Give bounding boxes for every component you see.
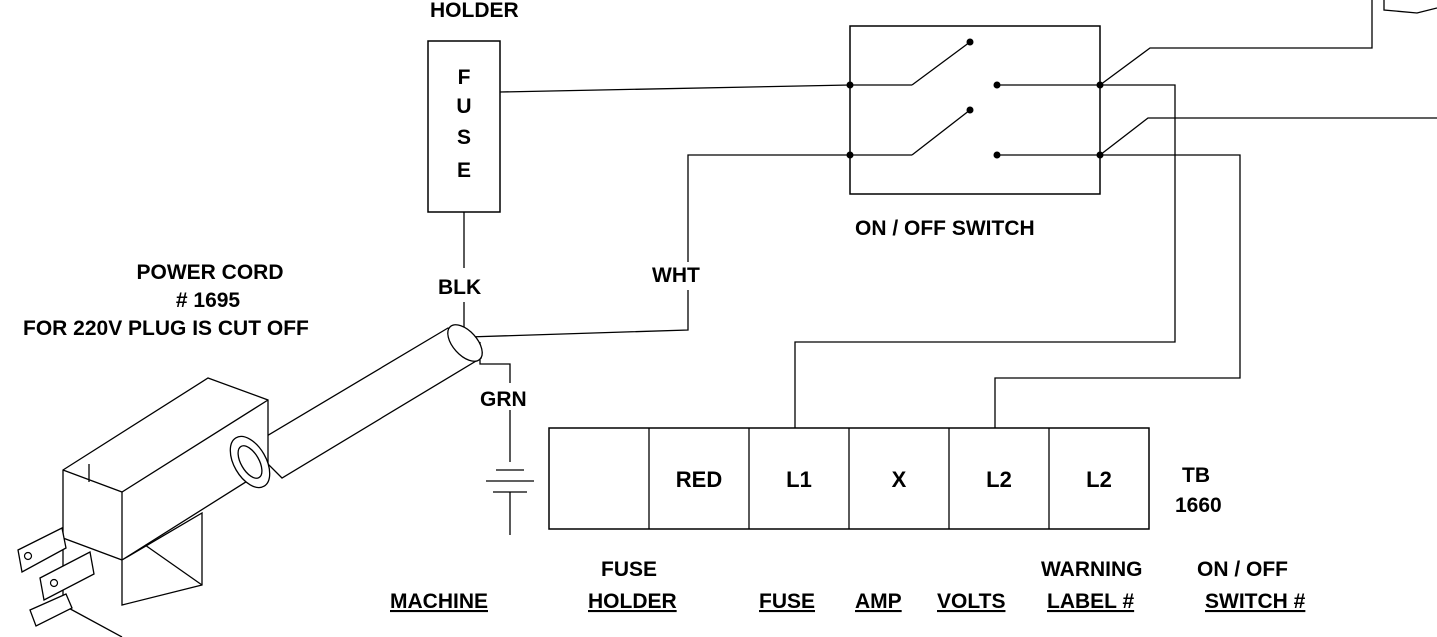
legend-warning-line1: WARNING	[1041, 558, 1143, 581]
wiring	[463, 0, 1437, 535]
tb-cell-l2-volts: L2	[986, 467, 1012, 492]
fuse-holder: F U S E	[427, 40, 501, 213]
fuse-letter-e: E	[457, 159, 471, 182]
tb-cell-l2-warning: L2	[1086, 467, 1112, 492]
fuse-letter-u: U	[456, 95, 471, 118]
tb-cell-l1: L1	[786, 467, 812, 492]
legend-machine: MACHINE	[390, 590, 488, 613]
plug-illustration	[17, 324, 483, 637]
legend-switch-line2: SWITCH #	[1205, 590, 1306, 613]
legend-warning-line2: LABEL #	[1047, 590, 1134, 613]
legend-fuse-holder-line1: FUSE	[601, 558, 657, 581]
legend: MACHINE FUSE HOLDER FUSE AMP VOLTS WARNI…	[390, 558, 1306, 613]
on-off-switch	[846, 25, 1104, 195]
tb-label-line2: 1660	[1175, 494, 1222, 517]
tb-label-line1: TB	[1182, 464, 1210, 487]
blk-wire-label: BLK	[438, 276, 481, 299]
legend-amp: AMP	[855, 590, 902, 613]
power-cord-title: POWER CORD	[137, 261, 284, 284]
fuse-letter-f: F	[458, 66, 471, 89]
wht-wire-label: WHT	[652, 264, 700, 287]
tb-cell-x: X	[892, 467, 907, 492]
legend-fuse-holder-line2: HOLDER	[588, 590, 677, 613]
fuse-letter-s: S	[457, 126, 471, 149]
switch-label: ON / OFF SWITCH	[855, 217, 1035, 240]
legend-volts: VOLTS	[937, 590, 1005, 613]
tb-cell-red: RED	[676, 467, 722, 492]
terminal-block: RED L1 X L2 L2	[548, 427, 1150, 530]
legend-switch-line1: ON / OFF	[1197, 558, 1288, 581]
legend-fuse: FUSE	[759, 590, 815, 613]
fuse-holder-top-label: HOLDER	[430, 0, 519, 22]
power-cord-part-number: # 1695	[176, 289, 241, 312]
power-cord-note: FOR 220V PLUG IS CUT OFF	[23, 317, 309, 340]
grn-wire-label: GRN	[480, 388, 527, 411]
